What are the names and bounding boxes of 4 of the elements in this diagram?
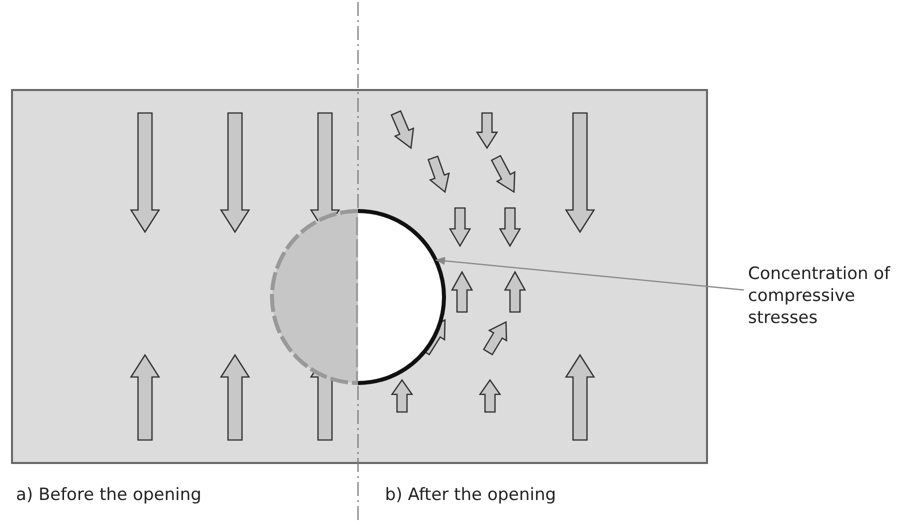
panel-caption: b) After the opening bbox=[385, 484, 556, 506]
callout-text: Concentration of compressive stresses bbox=[748, 263, 918, 329]
leader-line bbox=[435, 256, 744, 291]
panel-caption: a) Before the opening bbox=[16, 484, 202, 506]
